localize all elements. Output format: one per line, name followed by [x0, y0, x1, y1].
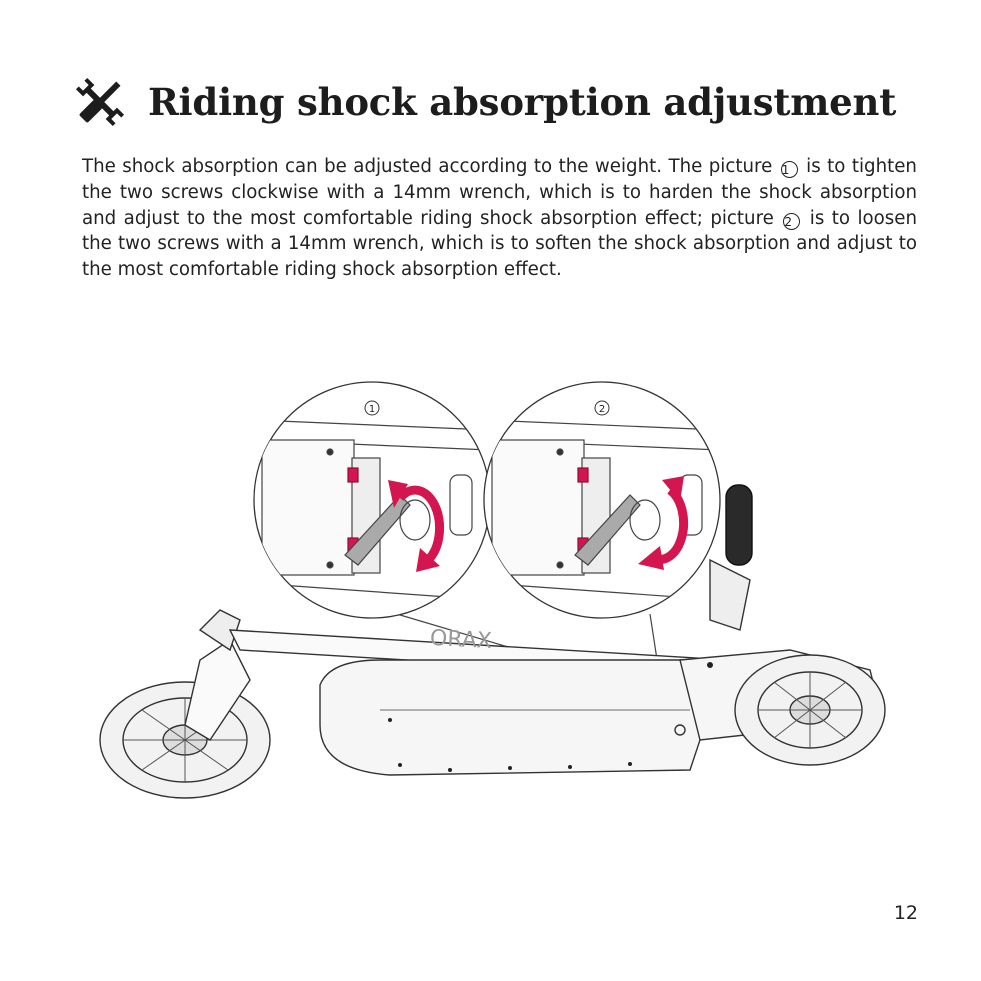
- instruction-paragraph: The shock absorption can be adjusted acc…: [82, 154, 917, 283]
- text-part-3: is to loosen the two screws with a 14mm …: [82, 207, 917, 281]
- scooter-drawing: [99, 484, 886, 799]
- detail-1-label: 1: [369, 404, 375, 415]
- detail-view-2: 2: [483, 381, 721, 619]
- wrench-screwdriver-icon: [75, 77, 125, 127]
- scooter-illustration: ORAX 1: [99, 381, 886, 799]
- text-part-1: The shock absorption can be adjusted acc…: [82, 156, 773, 177]
- clockwise-arrow-icon: [396, 485, 445, 561]
- text-part-2: is to tighten the two screws clockwise w…: [82, 156, 917, 229]
- detail-view-1: 1: [253, 381, 491, 619]
- section-heading: Riding shock absorption adjustment: [70, 70, 896, 134]
- detail-2-label: 2: [599, 404, 605, 415]
- picture-1-marker: 1: [780, 161, 798, 178]
- page-title: Riding shock absorption adjustment: [148, 80, 897, 124]
- picture-2-marker: 2: [783, 212, 801, 230]
- brand-logo: ORAX: [429, 626, 492, 654]
- page-number: 12: [893, 902, 918, 924]
